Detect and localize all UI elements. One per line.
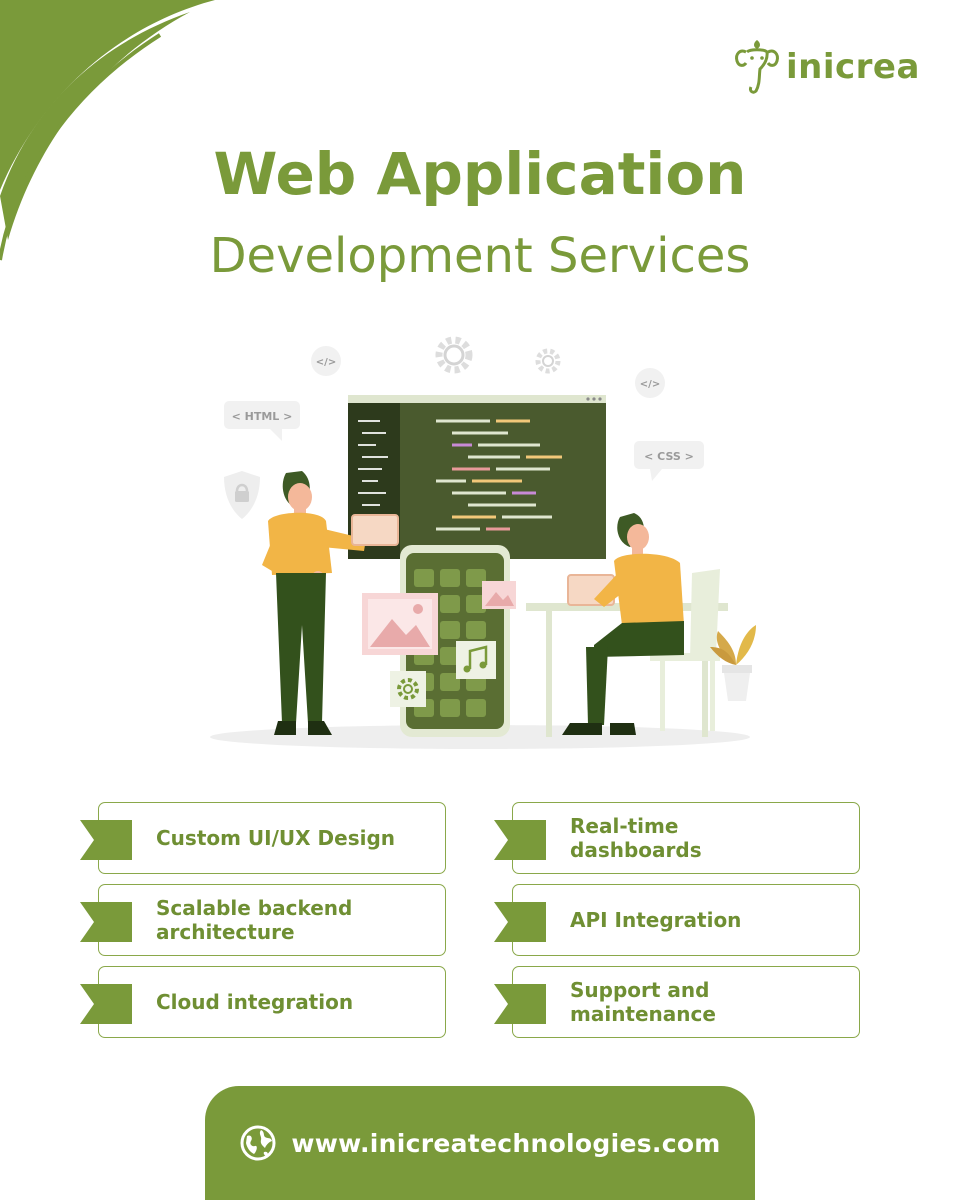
- feature-card: Scalable backend architecture: [80, 884, 446, 956]
- html-tag-bubble: < HTML >: [224, 401, 300, 441]
- feature-card: Cloud integration: [80, 966, 446, 1038]
- gear-icon: [435, 336, 473, 374]
- chair: [650, 569, 720, 731]
- gear-icon: [535, 348, 561, 374]
- feature-card: API Integration: [494, 884, 860, 956]
- potted-plant: [710, 625, 756, 701]
- gear-icon: [390, 671, 426, 707]
- music-icon: [456, 641, 496, 679]
- feature-card-frame: [98, 802, 446, 874]
- developers-illustration: < HTML > </> </> < CSS >: [210, 336, 756, 749]
- ribbon-icon: [80, 902, 132, 942]
- code-tag-bubble-left: </>: [311, 346, 341, 376]
- feature-card: Real-time dashboards: [494, 802, 860, 874]
- code-tag-bubble-right: </>: [635, 368, 665, 398]
- image-icon: [482, 581, 516, 609]
- page-title: Web Application: [213, 140, 747, 208]
- corner-swoosh-decoration: [0, 0, 215, 261]
- feature-card-frame: [98, 884, 446, 956]
- feature-label: Cloud integration: [156, 990, 354, 1014]
- feature-label: Real-time dashboards: [570, 814, 702, 862]
- code-tag-text: </>: [640, 379, 660, 390]
- code-tag-text: </>: [316, 357, 336, 368]
- ribbon-icon: [80, 820, 132, 860]
- css-tag-text: < CSS >: [644, 450, 694, 463]
- feature-card-frame: [512, 966, 860, 1038]
- feature-card: Custom UI/UX Design: [80, 802, 446, 874]
- feature-card-frame: [512, 884, 860, 956]
- ribbon-icon: [494, 984, 546, 1024]
- ganesha-logo-icon: [735, 40, 779, 94]
- feature-label: API Integration: [570, 908, 742, 932]
- website-link-bar[interactable]: www.inicreatechnologies.com: [205, 1086, 755, 1200]
- feature-label: Scalable backend architecture: [156, 896, 353, 944]
- ribbon-icon: [80, 984, 132, 1024]
- feature-card: Support and maintenance: [494, 966, 860, 1038]
- ribbon-icon: [494, 902, 546, 942]
- brand-name: inicrea: [786, 47, 920, 87]
- lock-shield-icon: [224, 471, 260, 519]
- website-url[interactable]: www.inicreatechnologies.com: [291, 1128, 721, 1158]
- brand-logo[interactable]: inicrea: [732, 36, 920, 98]
- image-icon: [362, 593, 438, 655]
- css-tag-bubble: < CSS >: [634, 441, 704, 481]
- page-subtitle: Development Services: [209, 228, 751, 284]
- standing-developer-figure: [262, 471, 399, 735]
- globe-icon: [240, 1125, 276, 1161]
- html-tag-text: < HTML >: [232, 410, 293, 423]
- feature-card-frame: [98, 966, 446, 1038]
- feature-label: Support and maintenance: [570, 978, 716, 1026]
- seated-developer-figure: [562, 513, 684, 735]
- features-grid: Custom UI/UX Design Real-time dashboards…: [80, 802, 880, 1038]
- ribbon-icon: [494, 820, 546, 860]
- feature-label: Custom UI/UX Design: [156, 826, 396, 850]
